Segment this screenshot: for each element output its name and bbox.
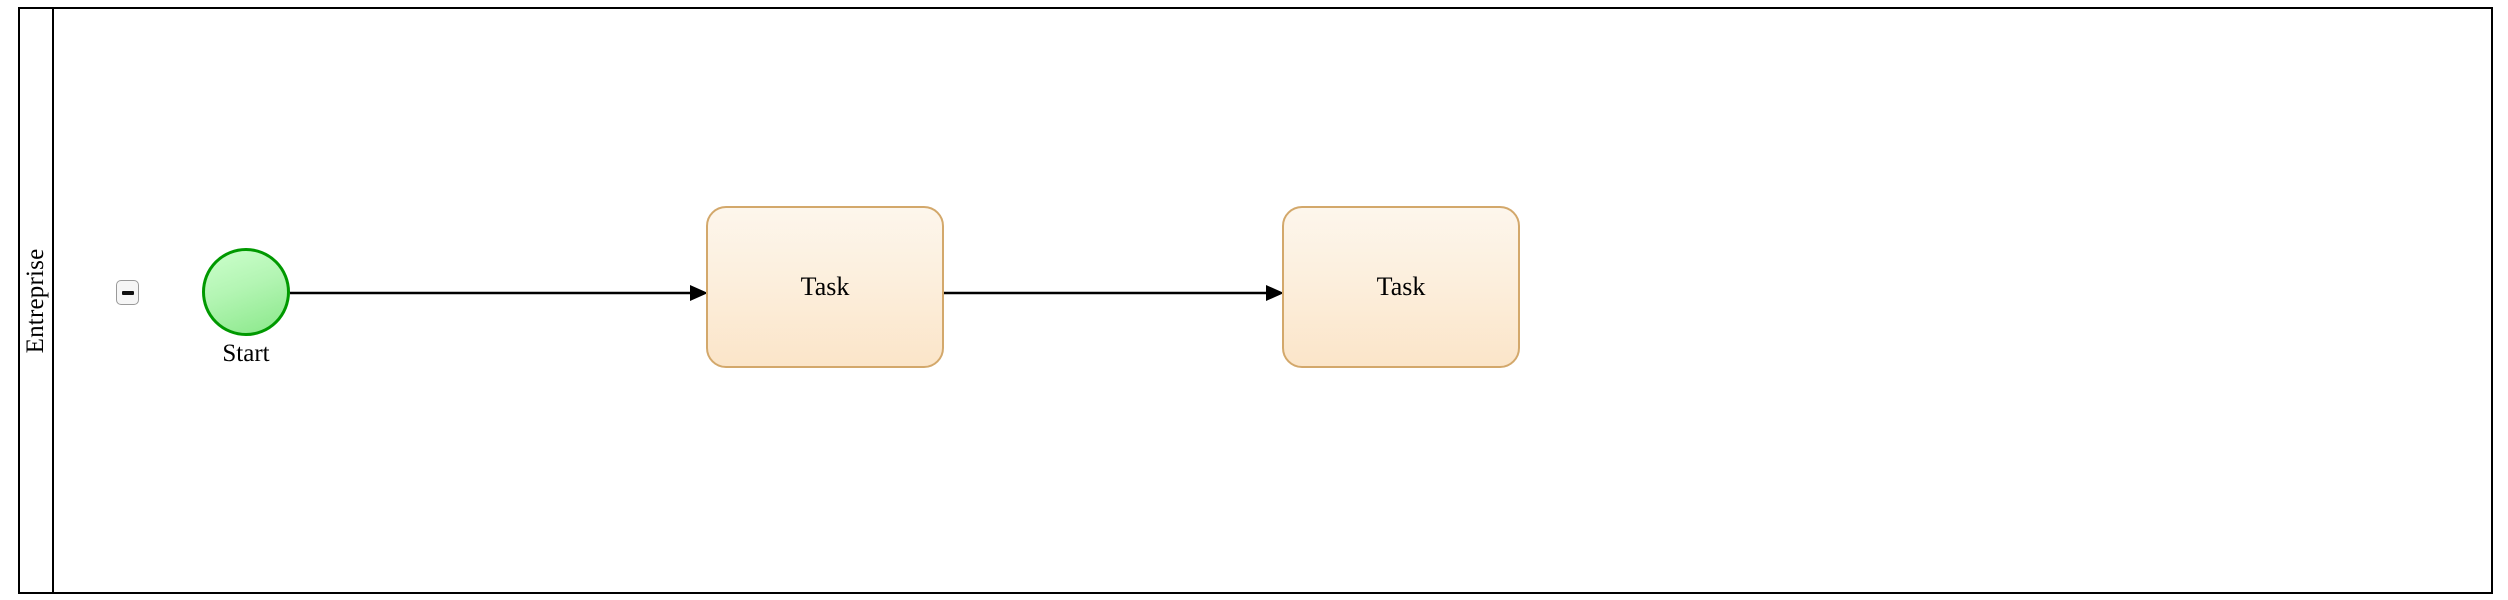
task-node-1[interactable]: Task [706, 206, 944, 368]
sequence-flow-start-to-task1[interactable] [290, 284, 708, 302]
minus-bar-glyph [121, 290, 134, 295]
start-event-label: Start [222, 340, 270, 367]
sequence-flow-arrow-icon [944, 285, 1284, 301]
lane-header-label: Entreprise [22, 248, 49, 353]
task-node-2[interactable]: Task [1282, 206, 1520, 368]
lane-body: Start Task Task [54, 9, 2491, 592]
pool-entreprise[interactable]: Entreprise Start Task [18, 7, 2493, 594]
lane-header-entreprise[interactable]: Entreprise [20, 9, 54, 592]
minus-icon[interactable] [116, 280, 139, 305]
task-node-1-label: Task [800, 272, 850, 301]
task-node-2-label: Task [1376, 272, 1426, 301]
start-event[interactable] [202, 248, 290, 336]
sequence-flow-task1-to-task2[interactable] [944, 284, 1284, 302]
sequence-flow-arrow-icon [290, 285, 708, 301]
